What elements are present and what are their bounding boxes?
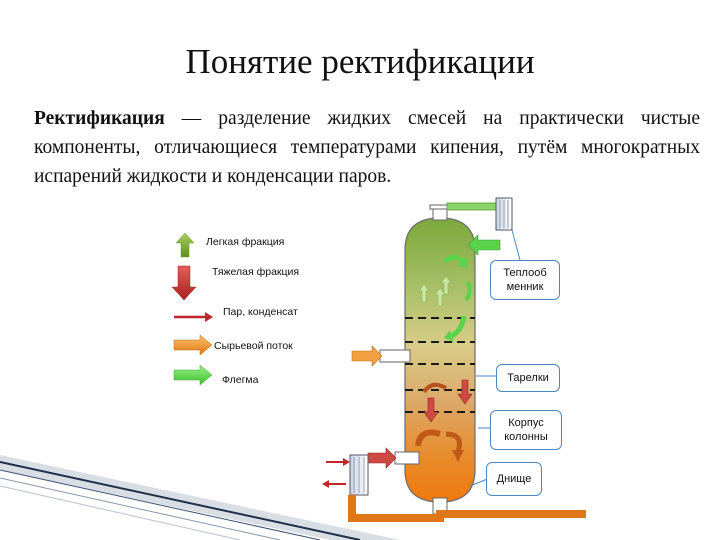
top-nozzle bbox=[432, 207, 448, 221]
reflux-curve-arrow-3 bbox=[450, 315, 467, 339]
definition-body: — разделение жидких смесей на практическ… bbox=[34, 108, 700, 187]
reflux-curve-arrow-1 bbox=[443, 254, 465, 264]
heavy-fraction-arrows bbox=[423, 379, 473, 423]
reboiler-icon bbox=[349, 454, 369, 496]
reflux-curve-arrow-2 bbox=[464, 281, 472, 302]
vapor-swirl-3 bbox=[445, 431, 462, 453]
feed-arrow bbox=[351, 345, 383, 367]
callout-bottom: Днище bbox=[486, 462, 542, 496]
reboiler-vapor-arrow bbox=[367, 447, 397, 469]
legend-label-reflux: Флегма bbox=[222, 374, 259, 386]
slide-title: Понятие ректификации bbox=[185, 42, 535, 81]
callout-column-shell: Корпус колонны bbox=[490, 410, 562, 450]
definition-term: Ректификация bbox=[34, 108, 165, 129]
condenser-icon bbox=[495, 197, 513, 231]
legend-light-fraction-icon bbox=[175, 232, 195, 258]
legend-label-feed: Сырьевой поток bbox=[214, 340, 293, 352]
feed-inlet bbox=[379, 349, 411, 363]
legend-label-light: Легкая фракция bbox=[206, 236, 285, 248]
callout-heat-exchanger: Теплооб менник bbox=[490, 260, 560, 300]
reboiler-steam-arrows bbox=[326, 461, 346, 485]
light-fraction-arrows bbox=[418, 275, 452, 307]
vapor-swirl-2 bbox=[415, 429, 441, 447]
legend-reflux-arrow-icon bbox=[173, 364, 213, 386]
vapor-swirl-1 bbox=[422, 382, 447, 394]
legend-feed-arrow-icon bbox=[173, 334, 213, 356]
callout-trays: Тарелки bbox=[496, 364, 560, 392]
legend-label-vapor: Пар, конденсат bbox=[223, 306, 298, 318]
vapor-line bbox=[446, 202, 498, 211]
reflux-return-arrow bbox=[467, 234, 501, 256]
definition-text: Ректификация — разделение жидких смесей … bbox=[34, 104, 700, 191]
legend-label-heavy: Тяжелая фракция bbox=[212, 266, 300, 278]
legend-heavy-fraction-icon bbox=[171, 265, 197, 301]
legend-vapor-arrow-icon bbox=[174, 312, 213, 322]
reboiler-nozzle bbox=[394, 451, 420, 465]
